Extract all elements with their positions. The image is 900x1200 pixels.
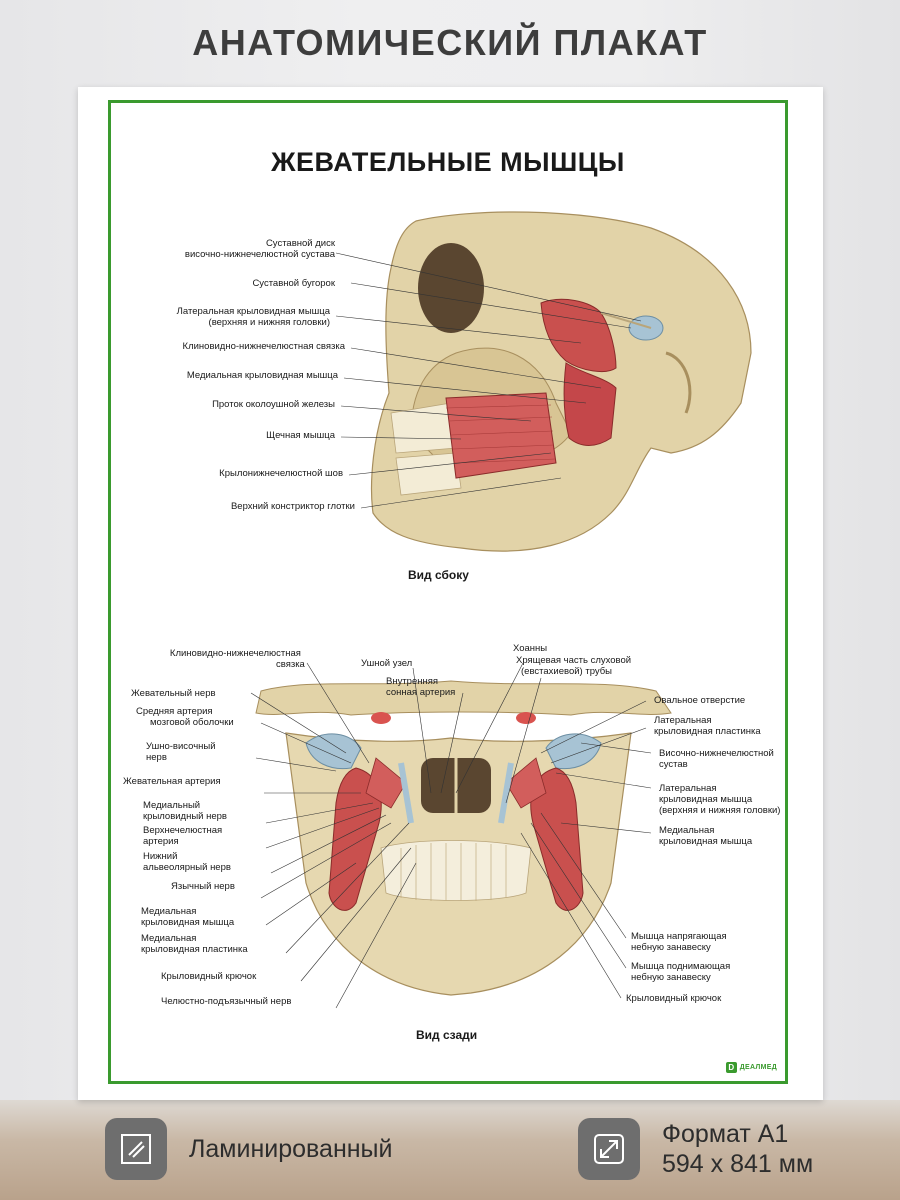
- poster: ЖЕВАТЕЛЬНЫЕ МЫШЦЫ: [78, 87, 823, 1100]
- label-pterygoid-hamulus-left: Крыловидный крючок: [161, 971, 257, 982]
- label-middle-meningeal-artery: Средняя артерия мозговой оболочки: [136, 706, 234, 728]
- label-lateral-pterygoid-back: Латеральная крыловидная мышца (верхняя и…: [659, 783, 781, 816]
- label-auriculotemporal-nerve: Ушно-височный нерв: [146, 741, 216, 763]
- label-eustachian-tube: Хрящевая часть слуховой (евстахиевой) тр…: [516, 655, 632, 677]
- label-pterygoid-hamulus-right: Крыловидный крючок: [626, 993, 722, 1004]
- label-articular-tubercle: Суставной бугорок: [252, 278, 335, 289]
- brand-mark-icon: D: [725, 1062, 737, 1073]
- back-view-leaders: [250, 662, 652, 1009]
- label-pterygomandibular-raphe: Крылонижнечелюстной шов: [219, 468, 343, 479]
- label-maxillary-artery: Верхнечелюстная артерия: [143, 825, 223, 847]
- caption-side-view: Вид сбоку: [408, 568, 469, 582]
- label-otic-ganglion: Ушной узел: [361, 658, 413, 669]
- label-medial-pterygoid-plate: Медиальная крыловидная пластинка: [141, 933, 248, 955]
- label-lateral-pterygoid: Латеральная крыловидная мышца (верхняя и…: [176, 306, 330, 328]
- back-view-skull: [255, 680, 672, 996]
- label-lateral-pterygoid-plate: Латеральная крыловидная пластинка: [654, 715, 761, 737]
- label-sphenomandibular-ligament-back: Клиновидно-нижнечелюстная связка: [169, 648, 305, 670]
- feature-format-text: Формат А1 594 x 841 мм: [662, 1120, 814, 1178]
- feature-laminated: Ламинированный: [105, 1118, 393, 1180]
- anatomy-illustration: [250, 211, 752, 1009]
- label-choanae: Хоанны: [513, 643, 548, 654]
- brand-logo: D ДЕАЛМЕД: [725, 1062, 777, 1073]
- laminate-icon: [105, 1118, 167, 1180]
- label-lingual-nerve: Язычный нерв: [171, 881, 235, 892]
- caption-back-view: Вид сзади: [416, 1028, 478, 1042]
- label-medial-pterygoid-back: Медиальная крыловидная мышца: [141, 906, 235, 928]
- resize-icon: [578, 1118, 640, 1180]
- label-foramen-ovale: Овальное отверстие: [654, 695, 746, 706]
- label-medial-pterygoid: Медиальная крыловидная мышца: [186, 370, 338, 381]
- label-tmj: Височно-нижнечелюстной сустав: [659, 748, 774, 770]
- feature-laminated-text: Ламинированный: [189, 1135, 393, 1163]
- label-medial-pterygoid-nerve: Медиальный крыловидный нерв: [143, 800, 227, 822]
- label-mylohyoid-nerve: Челюстно-подъязычный нерв: [161, 996, 292, 1007]
- label-sphenomandibular-ligament: Клиновидно-нижнечелюстная связка: [182, 341, 345, 352]
- page-header: АНАТОМИЧЕСКИЙ ПЛАКАТ: [192, 22, 708, 63]
- label-medial-pterygoid-right: Медиальная крыловидная мышца: [659, 825, 753, 847]
- label-superior-constrictor: Верхний констриктор глотки: [230, 501, 355, 512]
- label-parotid-duct: Проток околоушной железы: [212, 399, 335, 410]
- poster-title: ЖЕВАТЕЛЬНЫЕ МЫШЦЫ: [271, 147, 625, 177]
- label-masseteric-artery: Жевательная артерия: [123, 776, 221, 787]
- side-view-leaders: [335, 252, 642, 509]
- label-masseteric-nerve: Жевательный нерв: [131, 688, 216, 699]
- label-articular-disc: Суставной диск височно-нижнечелюстной су…: [184, 238, 335, 260]
- label-buccinator: Щечная мышца: [266, 430, 335, 441]
- poster-frame: ЖЕВАТЕЛЬНЫЕ МЫШЦЫ: [108, 100, 788, 1084]
- label-inferior-alveolar-nerve: Нижний альвеолярный нерв: [143, 851, 231, 873]
- label-internal-carotid: Внутренняя сонная артерия: [386, 676, 456, 698]
- label-levator-veli-palatini: Мышца поднимающая небную занавеску: [631, 961, 731, 983]
- feature-format: Формат А1 594 x 841 мм: [578, 1118, 813, 1180]
- label-tensor-veli-palatini: Мышца напрягающая небную занавеску: [631, 931, 727, 953]
